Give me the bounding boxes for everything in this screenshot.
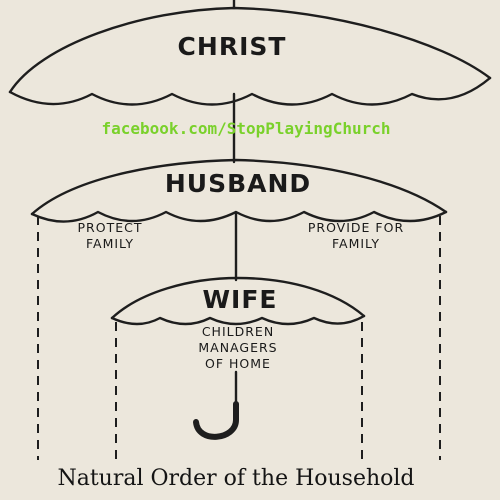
- watermark-text: facebook.com/StopPlayingChurch: [102, 119, 391, 138]
- bottom-umbrella-label: WIFE: [202, 285, 277, 314]
- provide-note-line-1: PROVIDE FOR: [308, 220, 404, 235]
- provide-note-line-2: FAMILY: [332, 236, 380, 251]
- middle-umbrella: HUSBAND PROTECT FAMILY PROVIDE FOR FAMIL…: [30, 158, 448, 460]
- protect-note-line-1: PROTECT: [78, 220, 143, 235]
- top-umbrella-canopy: [8, 6, 492, 94]
- wife-note-line-1: CHILDREN: [202, 324, 274, 339]
- bottom-umbrella-canopy: [110, 276, 366, 320]
- middle-umbrella-scallops: [30, 210, 448, 223]
- wife-note-line-2: MANAGERS: [198, 340, 277, 355]
- bottom-umbrella-scallops: [110, 314, 366, 326]
- bottom-umbrella: WIFE CHILDREN MANAGERS OF HOME: [110, 276, 366, 460]
- wife-note-line-3: OF HOME: [205, 356, 271, 371]
- top-umbrella: CHRIST: [8, 0, 492, 164]
- top-umbrella-label: CHRIST: [178, 32, 287, 61]
- middle-umbrella-label: HUSBAND: [165, 169, 311, 198]
- umbrella-handle-icon: [193, 401, 239, 440]
- middle-umbrella-canopy: [30, 158, 448, 216]
- diagram-caption: Natural Order of the Household: [57, 466, 414, 491]
- protect-note-line-2: FAMILY: [86, 236, 134, 251]
- top-umbrella-scallops: [8, 76, 492, 106]
